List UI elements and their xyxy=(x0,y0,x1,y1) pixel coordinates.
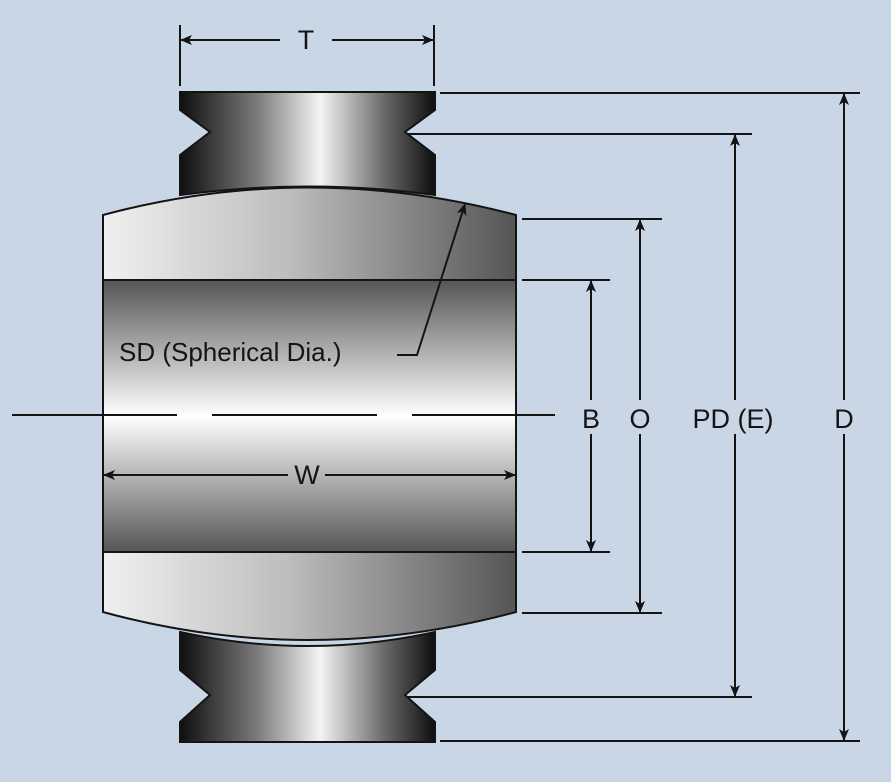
label-o: O xyxy=(629,404,650,434)
label-sd: SD (Spherical Dia.) xyxy=(119,337,342,367)
dimension-w: W xyxy=(103,460,516,490)
extension-lines xyxy=(408,92,860,742)
leader-sd: SD (Spherical Dia.) xyxy=(119,203,467,367)
label-w: W xyxy=(294,460,320,490)
label-t: T xyxy=(298,25,315,55)
dimension-t: T xyxy=(179,25,435,86)
label-b: B xyxy=(582,404,600,434)
label-d: D xyxy=(834,404,854,434)
dimension-d: D xyxy=(834,93,854,741)
dimension-o: O xyxy=(629,219,651,613)
dimension-pd: PD (E) xyxy=(693,134,774,697)
dimension-b: B xyxy=(582,280,600,552)
bottom-ring xyxy=(179,630,436,743)
label-pd: PD (E) xyxy=(693,404,774,434)
top-ring xyxy=(179,91,436,197)
